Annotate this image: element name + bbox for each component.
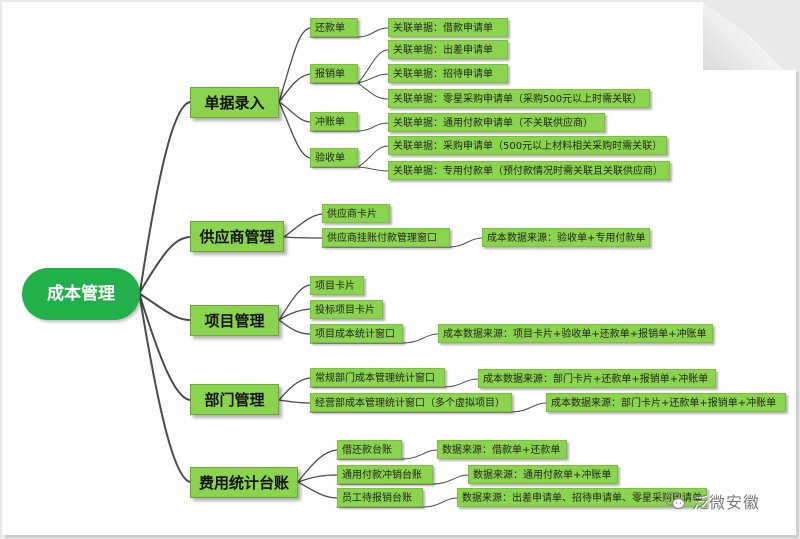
branch-project-management[interactable]: 项目管理 [190,305,279,336]
root-node[interactable]: 成本管理 [22,268,140,320]
item-supplier-payment-window[interactable]: 供应商挂账付款管理窗口 [322,228,450,247]
detail-reimbursement-hospitality[interactable]: 关联单据：招待申请单 [388,64,508,83]
item-write-off[interactable]: 冲账单 [310,112,358,131]
item-repayment[interactable]: 还款单 [310,18,358,37]
detail-acceptance-purchase[interactable]: 关联单据：采购申请单（500元以上材料相关采购时需关联） [388,136,667,155]
item-acceptance[interactable]: 验收单 [310,148,358,167]
detail-regular-dept-source[interactable]: 成本数据来源：部门卡片+还款单+报销单+冲账单 [478,369,716,388]
detail-business-dept-source[interactable]: 成本数据来源：部门卡片+还款单+报销单+冲账单 [546,393,786,412]
detail-loan-ledger-source[interactable]: 数据来源：借款单+还款单 [437,440,567,459]
item-employee-reimburse-ledger[interactable]: 员工待报销台账 [337,488,423,507]
detail-acceptance-payment[interactable]: 关联单据：专用付款单（预付款情况时需关联且关联供应商） [388,161,670,180]
branch-document-entry[interactable]: 单据录入 [190,87,279,118]
item-reimbursement[interactable]: 报销单 [310,64,358,83]
item-supplier-card[interactable]: 供应商卡片 [322,204,390,223]
detail-repayment-link[interactable]: 关联单据：借款申请单 [388,18,508,37]
branch-expense-ledger[interactable]: 费用统计台账 [190,467,298,498]
item-payment-writeoff-ledger[interactable]: 通用付款冲销台账 [337,465,433,484]
item-regular-dept-window[interactable]: 常规部门成本管理统计窗口 [310,368,445,387]
detail-write-off-payment[interactable]: 关联单据：通用付款申请单（不关联供应商） [388,113,605,132]
watermark-text: 泛微安徽 [692,493,761,512]
detail-employee-reimburse-source[interactable]: 数据来源：出差申请单、招待申请单、零星采购申请单 [457,488,707,507]
item-bid-project-card[interactable]: 投标项目卡片 [310,300,383,319]
item-project-card[interactable]: 项目卡片 [310,276,364,295]
detail-supplier-cost-source[interactable]: 成本数据来源：验收单+专用付款单 [482,228,650,247]
branch-department-management[interactable]: 部门管理 [190,384,279,415]
detail-reimbursement-trip[interactable]: 关联单据：出差申请单 [388,40,508,59]
detail-payment-writeoff-source[interactable]: 数据来源：通用付款单+冲账单 [468,465,618,484]
item-loan-ledger[interactable]: 借还款台账 [337,440,402,459]
wechat-icon [664,492,686,510]
detail-project-cost-source[interactable]: 成本数据来源：项目卡片+验收单+还款单+报销单+冲账单 [438,324,713,343]
branch-supplier-management[interactable]: 供应商管理 [190,221,284,252]
item-project-cost-window[interactable]: 项目成本统计窗口 [310,324,403,343]
item-business-dept-window[interactable]: 经营部成本管理统计窗口（多个虚拟项目） [310,393,512,412]
detail-reimbursement-purchase[interactable]: 关联单据：零星采购申请单（采购500元以上时需关联） [388,89,650,108]
watermark: 泛微安徽 [664,488,790,514]
